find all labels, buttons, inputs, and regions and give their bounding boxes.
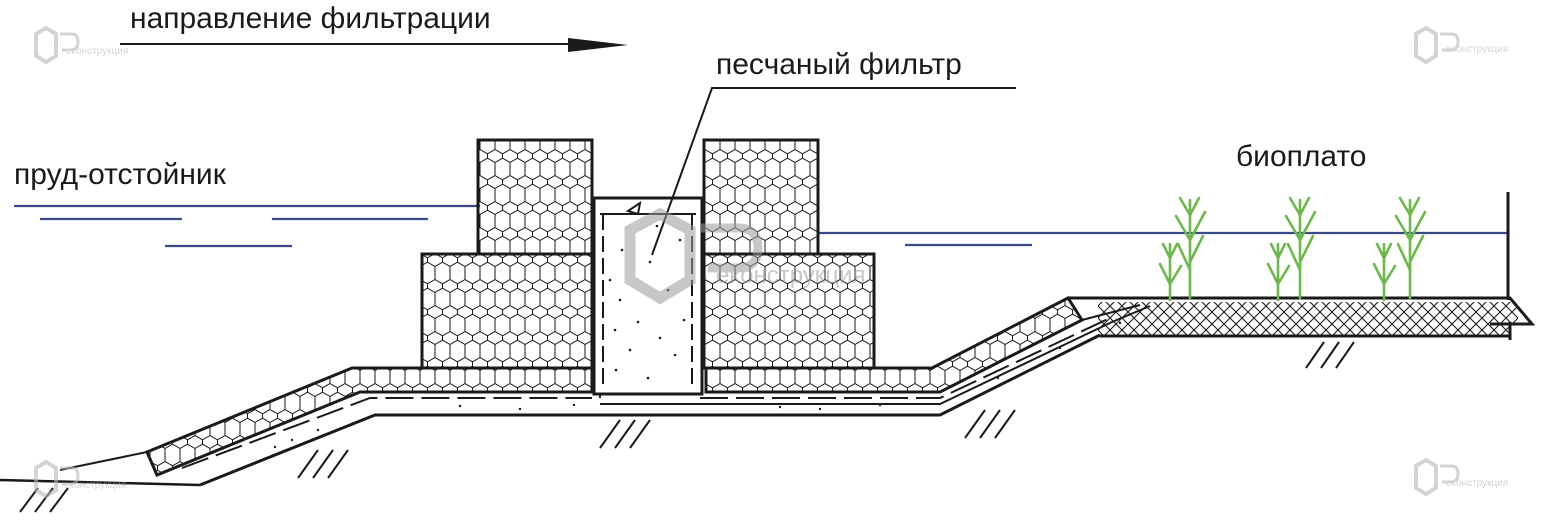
plant-group-2	[1266, 196, 1317, 302]
water-lines	[14, 204, 1508, 248]
plant-group-1	[1158, 196, 1207, 302]
gabion-left-bottom	[420, 252, 594, 370]
watermark-text-center: еконструкция	[716, 262, 865, 289]
plants	[1158, 196, 1427, 302]
watermark-bottom-right: еконструкция	[1414, 457, 1508, 497]
plant-group-3	[1372, 196, 1427, 302]
watermark-top-right: еконструкция	[1414, 25, 1508, 65]
logo-icon	[34, 459, 58, 499]
gabion-right-top	[702, 138, 820, 256]
watermark-top-left: еконструкция	[34, 25, 128, 65]
label-bioplato: биоплато	[1236, 140, 1367, 173]
gabion-blocks	[420, 138, 876, 370]
label-sand-filter: песчаный фильтр	[716, 48, 962, 81]
watermark-text-top-right: еконструкция	[1446, 44, 1508, 55]
sand-filter-leader	[651, 87, 1016, 256]
watermark-center: еконструкция	[624, 207, 865, 305]
left-slope-gabion	[145, 366, 594, 477]
watermark-bottom-left: еконструкция	[34, 459, 126, 499]
sand-dots	[273, 321, 1122, 449]
logo-icon	[624, 207, 696, 305]
logo-icon	[34, 25, 58, 65]
label-direction: направление фильтрации	[130, 2, 491, 35]
bioplato-bed	[1068, 192, 1536, 340]
logo-icon	[1414, 25, 1438, 65]
label-settling-pond: пруд-отстойник	[14, 158, 227, 191]
direction-arrow	[120, 38, 628, 52]
watermark-text-top-left: еконструкция	[66, 46, 128, 57]
watermark-text-bottom-left: еконструкция	[64, 480, 126, 491]
gabion-right-bottom	[702, 252, 876, 370]
gabion-left-top	[476, 138, 594, 256]
watermark-text-bottom-right: еконструкция	[1446, 478, 1508, 489]
logo-icon	[1414, 457, 1438, 497]
